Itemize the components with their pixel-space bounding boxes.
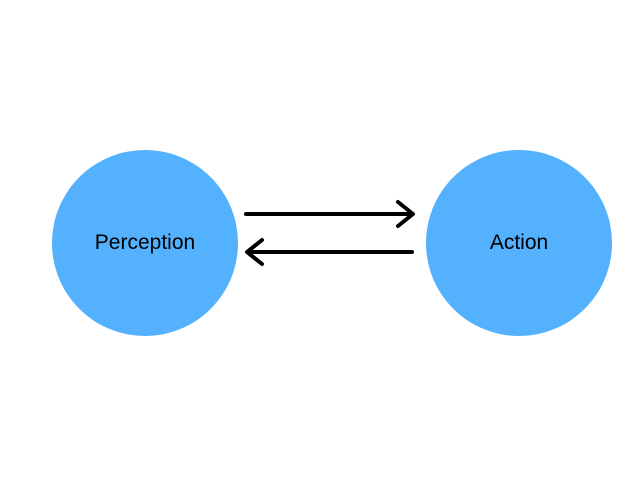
action-label: Action [489, 231, 549, 254]
action-to-perception-arrow [245, 238, 414, 266]
perception-to-action-arrow [244, 200, 415, 228]
perception-node: Perception [52, 150, 238, 336]
perception-label: Perception [94, 231, 196, 254]
action-node: Action [426, 150, 612, 336]
